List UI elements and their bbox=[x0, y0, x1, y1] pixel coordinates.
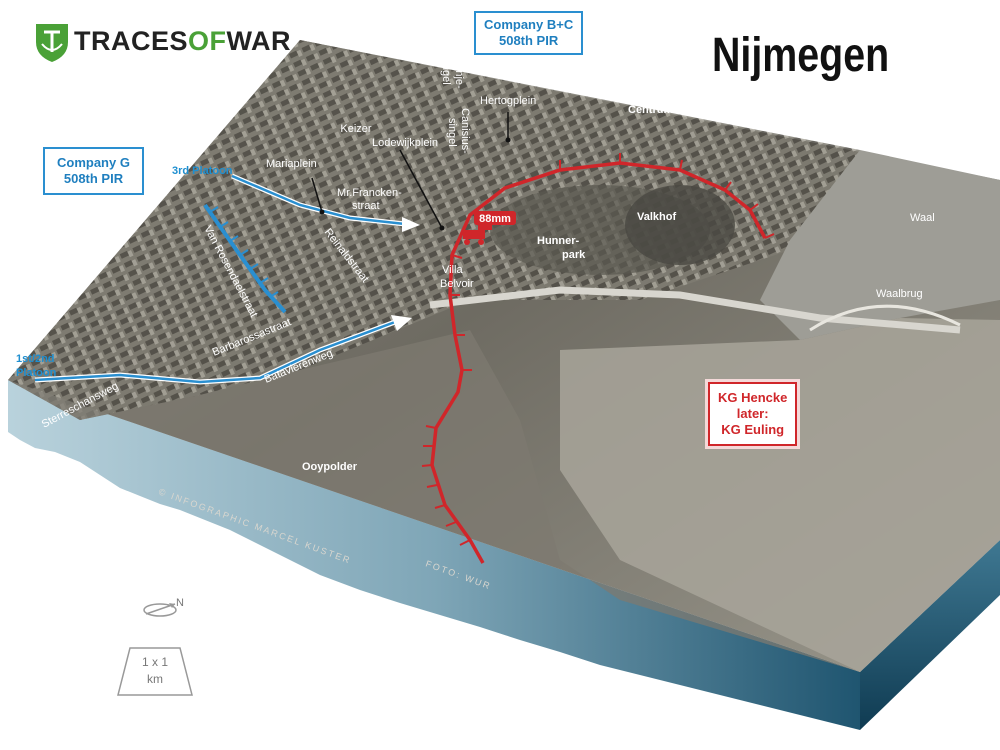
kg-line3: KG Euling bbox=[721, 422, 785, 437]
city-area bbox=[8, 40, 860, 420]
floodplain bbox=[560, 318, 1000, 672]
company-bc-line1: Company B+C bbox=[484, 17, 574, 32]
third-platoon-arrowhead bbox=[402, 217, 420, 232]
kg-line2: later: bbox=[736, 406, 769, 421]
third-platoon-label: 3rd Platoon bbox=[172, 165, 233, 177]
gun-88mm-icon bbox=[463, 225, 492, 245]
weapon-label-box bbox=[474, 211, 516, 225]
label-ooypolder: Ooypolder bbox=[302, 461, 358, 473]
map-title: Nijmegen bbox=[712, 29, 890, 82]
label-waalbrug: Waalbrug bbox=[876, 288, 923, 300]
label-keizer-2: Lodewijkplein bbox=[372, 137, 438, 149]
german-defense-line bbox=[430, 161, 767, 564]
label-villa-2: Belvoir bbox=[440, 278, 474, 290]
label-mariaplein: Mariaplein bbox=[266, 158, 317, 170]
scale-line1: 1 x 1 bbox=[142, 655, 168, 669]
valkhof-area bbox=[625, 185, 735, 265]
label-hunner-2: park bbox=[562, 249, 586, 261]
company-bc-line2: 508th PIR bbox=[498, 33, 559, 48]
ooypolder-fields bbox=[8, 330, 860, 672]
block-right-side bbox=[860, 540, 1000, 730]
label-villa-1: Villa bbox=[442, 264, 463, 276]
brand-prefix: TRACES bbox=[74, 26, 189, 56]
label-oranjesingel-2: singel bbox=[440, 56, 452, 85]
kg-line1: KG Hencke bbox=[718, 390, 788, 405]
label-francken-2: straat bbox=[352, 200, 380, 212]
label-valkhof: Valkhof bbox=[637, 211, 676, 223]
river-waal bbox=[760, 150, 1000, 340]
scale-line2: km bbox=[147, 672, 163, 686]
german-line-ticks bbox=[421, 153, 775, 546]
company-g-line1: Company G bbox=[57, 155, 130, 170]
label-canisius-2: singel bbox=[446, 118, 458, 147]
waalbrug-arch bbox=[809, 304, 961, 332]
block-front-side bbox=[8, 380, 860, 730]
kg-hencke-box: KG Hencke later: KG Euling bbox=[708, 382, 798, 446]
label-oranjesingel-1: Oranje- bbox=[453, 52, 465, 89]
brand-suffix: WAR bbox=[226, 26, 292, 56]
label-francken-1: Mr.Francken- bbox=[337, 187, 402, 199]
traces-of-war-shield-icon bbox=[36, 24, 68, 62]
first-second-platoon-line2: Platoon bbox=[16, 367, 57, 379]
brand-highlight: OF bbox=[188, 26, 227, 56]
label-hertogplein: Hertogplein bbox=[480, 95, 536, 107]
label-pointers bbox=[311, 112, 509, 229]
first-second-platoon-arrowhead bbox=[391, 315, 412, 331]
company-g-line2: 508th PIR bbox=[63, 171, 124, 186]
label-keizer-1: Keizer bbox=[340, 123, 372, 135]
north-label: N bbox=[176, 597, 184, 609]
company-bc-box: Company B+C 508th PIR bbox=[474, 11, 584, 55]
label-hunner-1: Hunner- bbox=[537, 235, 580, 247]
brand-logo[interactable]: TRACESOFWAR bbox=[74, 26, 291, 57]
scale-trapezoid bbox=[117, 647, 193, 696]
label-canisius-1: Canisius- bbox=[459, 108, 471, 154]
waalbrug-bridge bbox=[429, 286, 961, 334]
label-centrum: Centrum bbox=[628, 104, 673, 116]
first-second-platoon-line1: 1st/2nd bbox=[16, 353, 55, 365]
company-g-box: Company G 508th PIR bbox=[43, 147, 144, 195]
weapon-label: 88mm bbox=[479, 213, 511, 225]
label-waal: Waal bbox=[910, 212, 935, 224]
north-indicator bbox=[143, 603, 177, 617]
first-second-platoon-label: 1st/2nd Platoon bbox=[16, 352, 56, 380]
company-g-ticks bbox=[209, 206, 279, 298]
